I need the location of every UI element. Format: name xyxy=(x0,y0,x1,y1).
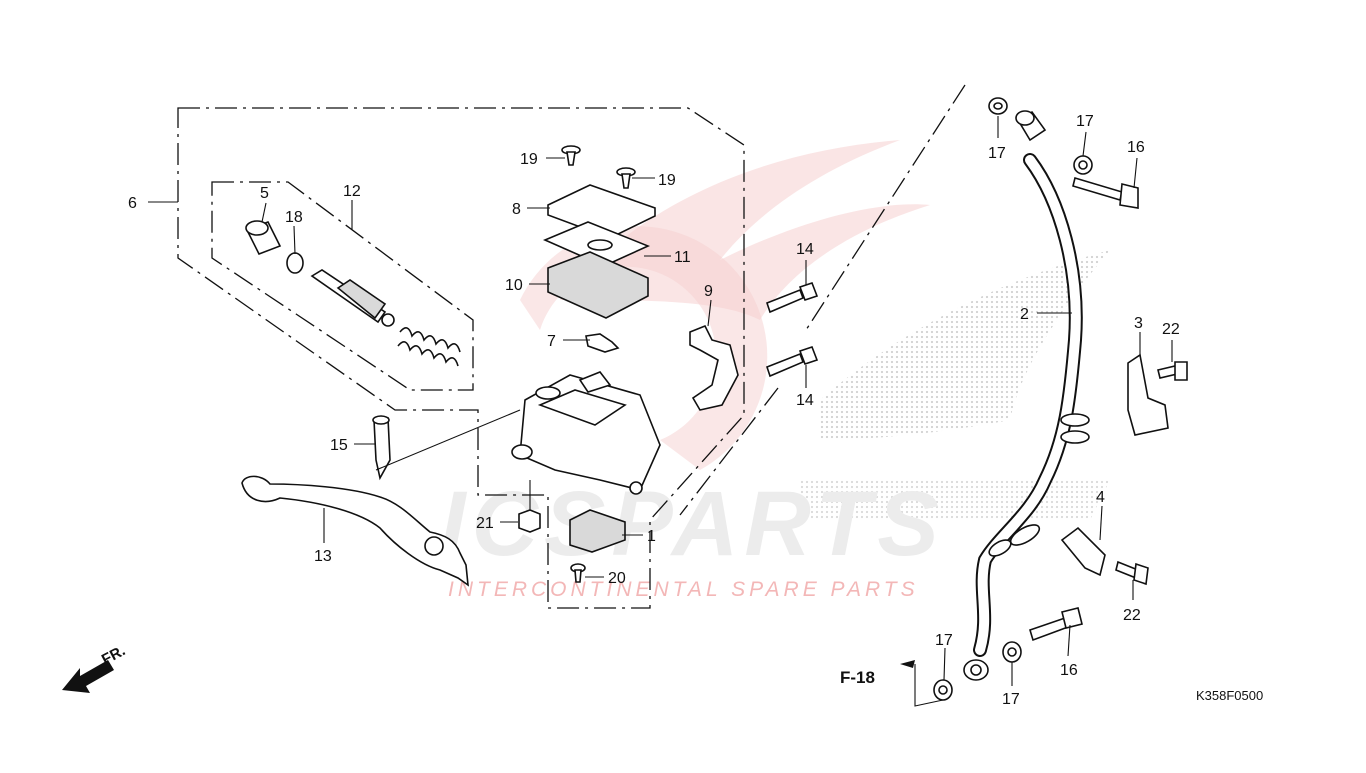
callout-17a: 17 xyxy=(988,145,1006,162)
callout-16a: 16 xyxy=(1127,139,1145,156)
bolt-14b-part xyxy=(766,345,819,378)
front-direction-arrow: FR. xyxy=(62,642,128,693)
washer-17a-part xyxy=(988,97,1008,115)
diaphragm-hole xyxy=(587,239,613,251)
master-cylinder-body-part xyxy=(511,371,661,495)
callout-14a: 14 xyxy=(796,241,814,258)
callout-10: 10 xyxy=(505,277,523,294)
nut-part xyxy=(518,509,541,533)
watermark-halftone-wing xyxy=(820,250,1110,440)
callout-15: 15 xyxy=(330,437,348,454)
screw-19a-part xyxy=(561,145,581,166)
callout-18: 18 xyxy=(285,209,303,226)
hose-clamp-4-part xyxy=(1060,526,1106,577)
spring-part xyxy=(397,327,461,367)
hose-lower-eye-part xyxy=(963,659,989,681)
brake-lever-part xyxy=(241,475,469,587)
washer-17d-part xyxy=(1002,641,1022,663)
hose-link-outline xyxy=(679,84,966,516)
callout-17c: 17 xyxy=(935,632,953,649)
hose-upper-eye-part xyxy=(1015,110,1047,142)
bolt-14a-part xyxy=(766,281,819,314)
callout-3: 3 xyxy=(1134,315,1143,332)
bolt-22b-part xyxy=(1115,560,1149,586)
pivot-bolt-part xyxy=(372,415,391,481)
callout-19b: 19 xyxy=(658,172,676,189)
reservoir-cap-part xyxy=(547,184,656,239)
callout-9: 9 xyxy=(704,283,713,300)
float-part xyxy=(585,333,620,353)
callout-17d: 17 xyxy=(1002,691,1020,708)
hose-clamp-3-part xyxy=(1127,353,1169,436)
assembly-outlines xyxy=(177,84,966,609)
piston-part xyxy=(310,269,395,327)
callout-13: 13 xyxy=(314,548,332,565)
diagram-code: K358F0500 xyxy=(1196,688,1263,703)
reference-label: F-18 xyxy=(840,668,875,687)
reference-arrow xyxy=(900,660,915,668)
assembly-6-outline xyxy=(177,107,745,609)
watermark-wing-shape xyxy=(560,140,930,320)
watermark-tagline: INTERCONTINENTAL SPARE PARTS xyxy=(448,578,919,601)
assembly-12-outline xyxy=(211,181,474,391)
callout-labels: 6 5 18 12 19 19 8 11 10 7 9 14 14 15 13 … xyxy=(128,113,1263,708)
piston-cup-part xyxy=(245,220,282,256)
bolt-16a-part xyxy=(1072,176,1139,209)
leader-lines xyxy=(148,116,1173,707)
callout-14b: 14 xyxy=(796,392,814,409)
screw-19b-part xyxy=(616,167,636,189)
callout-22a: 22 xyxy=(1162,321,1180,338)
bolt-16b-part xyxy=(1029,607,1083,642)
diaphragm-part xyxy=(547,251,649,319)
lever-pivot-hole xyxy=(424,536,444,556)
callout-4: 4 xyxy=(1096,489,1105,506)
callout-19a: 19 xyxy=(520,151,538,168)
washer-17c-part xyxy=(933,679,953,701)
callout-8: 8 xyxy=(512,201,521,218)
callout-1: 1 xyxy=(647,528,656,545)
callout-21: 21 xyxy=(476,515,494,532)
watermark-logo-text: ICSPARTS xyxy=(440,473,945,575)
bolt-22a-part xyxy=(1157,361,1188,381)
callout-20: 20 xyxy=(608,570,626,587)
brake-hose-part xyxy=(973,153,1090,657)
callout-7: 7 xyxy=(547,333,556,350)
screw-20-part xyxy=(570,563,586,583)
callout-2: 2 xyxy=(1020,306,1029,323)
callout-22b: 22 xyxy=(1123,607,1141,624)
parts: FR. xyxy=(62,97,1188,701)
callout-11: 11 xyxy=(674,249,691,266)
washer-17b-part xyxy=(1073,155,1093,175)
callout-17b: 17 xyxy=(1076,113,1094,130)
callout-5: 5 xyxy=(260,185,269,202)
callout-6: 6 xyxy=(128,195,137,212)
callout-16b: 16 xyxy=(1060,662,1078,679)
circlip-part xyxy=(286,252,304,274)
switch-part xyxy=(569,509,626,553)
holder-part xyxy=(689,324,739,411)
callout-12: 12 xyxy=(343,183,361,200)
